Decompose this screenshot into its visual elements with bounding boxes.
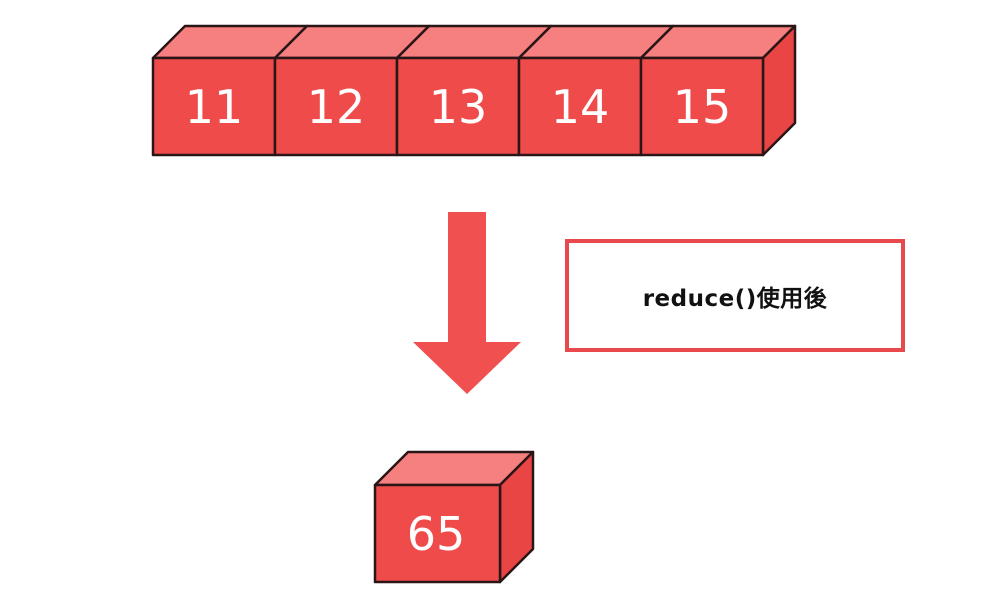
- array-cell: 14: [517, 24, 675, 157]
- result-cube: 65: [373, 450, 535, 584]
- reduce-label-box: reduce()使用後: [565, 239, 905, 352]
- array-cell-front-face: [273, 56, 399, 157]
- array-cell: 11: [151, 24, 309, 157]
- down-arrow-icon: [413, 212, 521, 394]
- array-cell-value: 13: [429, 80, 488, 134]
- array-cell-value: 14: [551, 80, 610, 134]
- result-cube-front-face: [373, 483, 502, 584]
- array-cell-value: 15: [673, 80, 732, 134]
- array-cell-value: 12: [307, 80, 366, 134]
- array-row: 11 12 13 14: [151, 24, 797, 157]
- array-cell: 15: [639, 24, 797, 157]
- array-cell: 12: [273, 24, 431, 157]
- array-cell-front-face: [639, 56, 765, 157]
- reduce-label-text: reduce()使用後: [642, 285, 828, 312]
- array-cell-front-face: [395, 56, 521, 157]
- array-cell-value: 11: [185, 80, 244, 134]
- array-cell: 13: [395, 24, 553, 157]
- array-cell-front-face: [517, 56, 643, 157]
- result-value: 65: [407, 507, 466, 561]
